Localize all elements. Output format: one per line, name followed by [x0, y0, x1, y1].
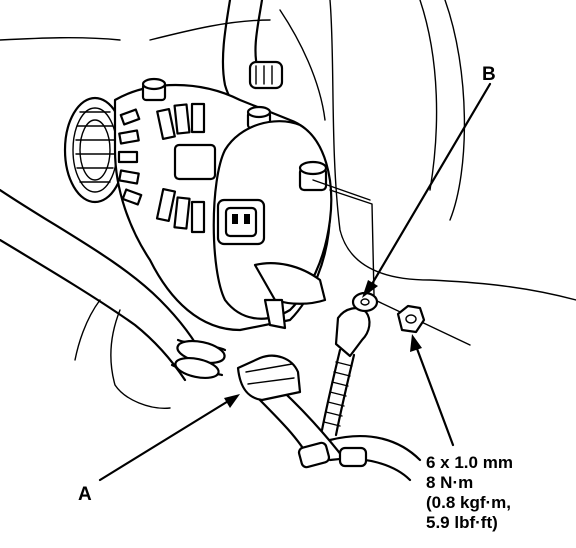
terminal-wire [320, 307, 371, 437]
engine-background [0, 0, 576, 301]
harness-connector [236, 354, 302, 402]
callout-label-b: B [482, 64, 496, 85]
arrowhead-nut [410, 334, 422, 352]
callout-label-a: A [78, 484, 92, 505]
leader-line-b [370, 82, 492, 286]
arrowhead-b [362, 280, 378, 298]
torque-spec-kgfm: (0.8 kgf·m, [426, 493, 511, 512]
terminal-nut [396, 304, 426, 334]
cooling-slots [117, 102, 217, 234]
coolant-hose [0, 188, 227, 409]
alternator-connector [216, 198, 266, 246]
wire-harness [248, 376, 422, 482]
mounting-bolt-top [141, 77, 167, 102]
arrowhead-a [224, 394, 240, 408]
leader-line-a [98, 398, 232, 482]
torque-spec: 6 x 1.0 mm 8 N·m (0.8 kgf·m, 5.9 lbf·ft) [426, 453, 513, 532]
torque-spec-lbfft: 5.9 lbf·ft) [426, 513, 498, 532]
leader-line-nut [414, 344, 455, 447]
alternator [63, 77, 371, 332]
torque-spec-nm: 8 N·m [426, 473, 473, 492]
torque-spec-thread: 6 x 1.0 mm [426, 453, 513, 472]
b-terminal-stud [298, 160, 371, 201]
